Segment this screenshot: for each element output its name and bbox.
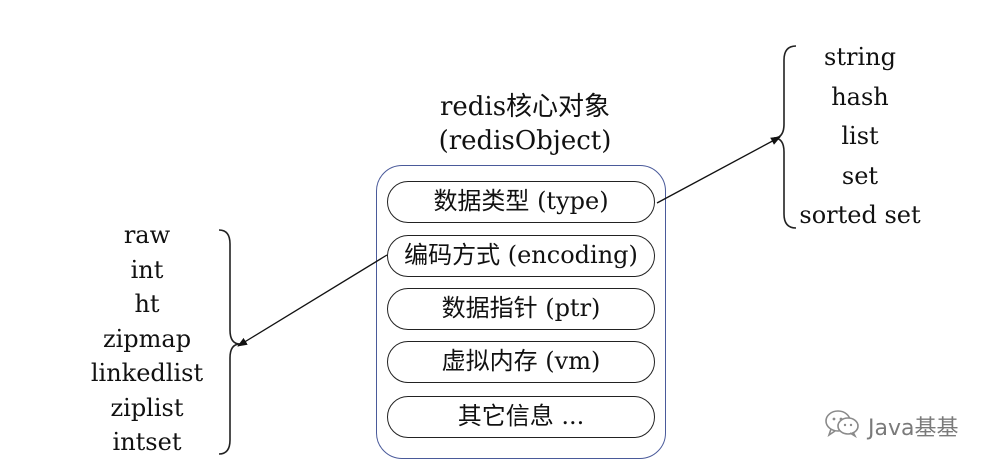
diagram-subtitle: (redisObject) <box>438 126 612 156</box>
arrow-type-to-types <box>656 136 781 204</box>
diagram-title: redis核心对象 <box>439 92 611 122</box>
field-other: 其它信息 ... <box>387 396 655 438</box>
list-item: intset <box>112 428 182 456</box>
field-ptr: 数据指针 (ptr) <box>387 288 655 330</box>
list-item: zipmap <box>102 324 192 353</box>
arrow-encoding-to-encodings <box>237 254 388 347</box>
list-item: int <box>130 255 164 284</box>
list-item: ziplist <box>110 393 184 422</box>
wechat-icon <box>824 408 860 444</box>
list-item: list <box>841 122 879 150</box>
list-item: linkedlist <box>90 359 204 387</box>
left-brace <box>218 229 241 455</box>
list-item: raw <box>123 221 171 249</box>
redis-object-box <box>376 165 666 459</box>
encoding-list: raw int ht zipmap linkedlist ziplist int… <box>82 218 212 460</box>
list-item: hash <box>831 82 889 111</box>
list-item: string <box>824 43 896 71</box>
right-brace <box>773 45 797 229</box>
watermark-text: Java基基 <box>868 416 959 441</box>
field-encoding: 编码方式 (encoding) <box>387 235 655 277</box>
type-list: string hash list set sorted set <box>790 38 930 236</box>
list-item: ht <box>134 290 160 318</box>
list-item: set <box>841 161 879 190</box>
field-type: 数据类型 (type) <box>387 181 655 223</box>
watermark: Java基基 <box>824 408 958 444</box>
list-item: sorted set <box>799 201 921 229</box>
field-vm: 虚拟内存 (vm) <box>387 341 655 383</box>
